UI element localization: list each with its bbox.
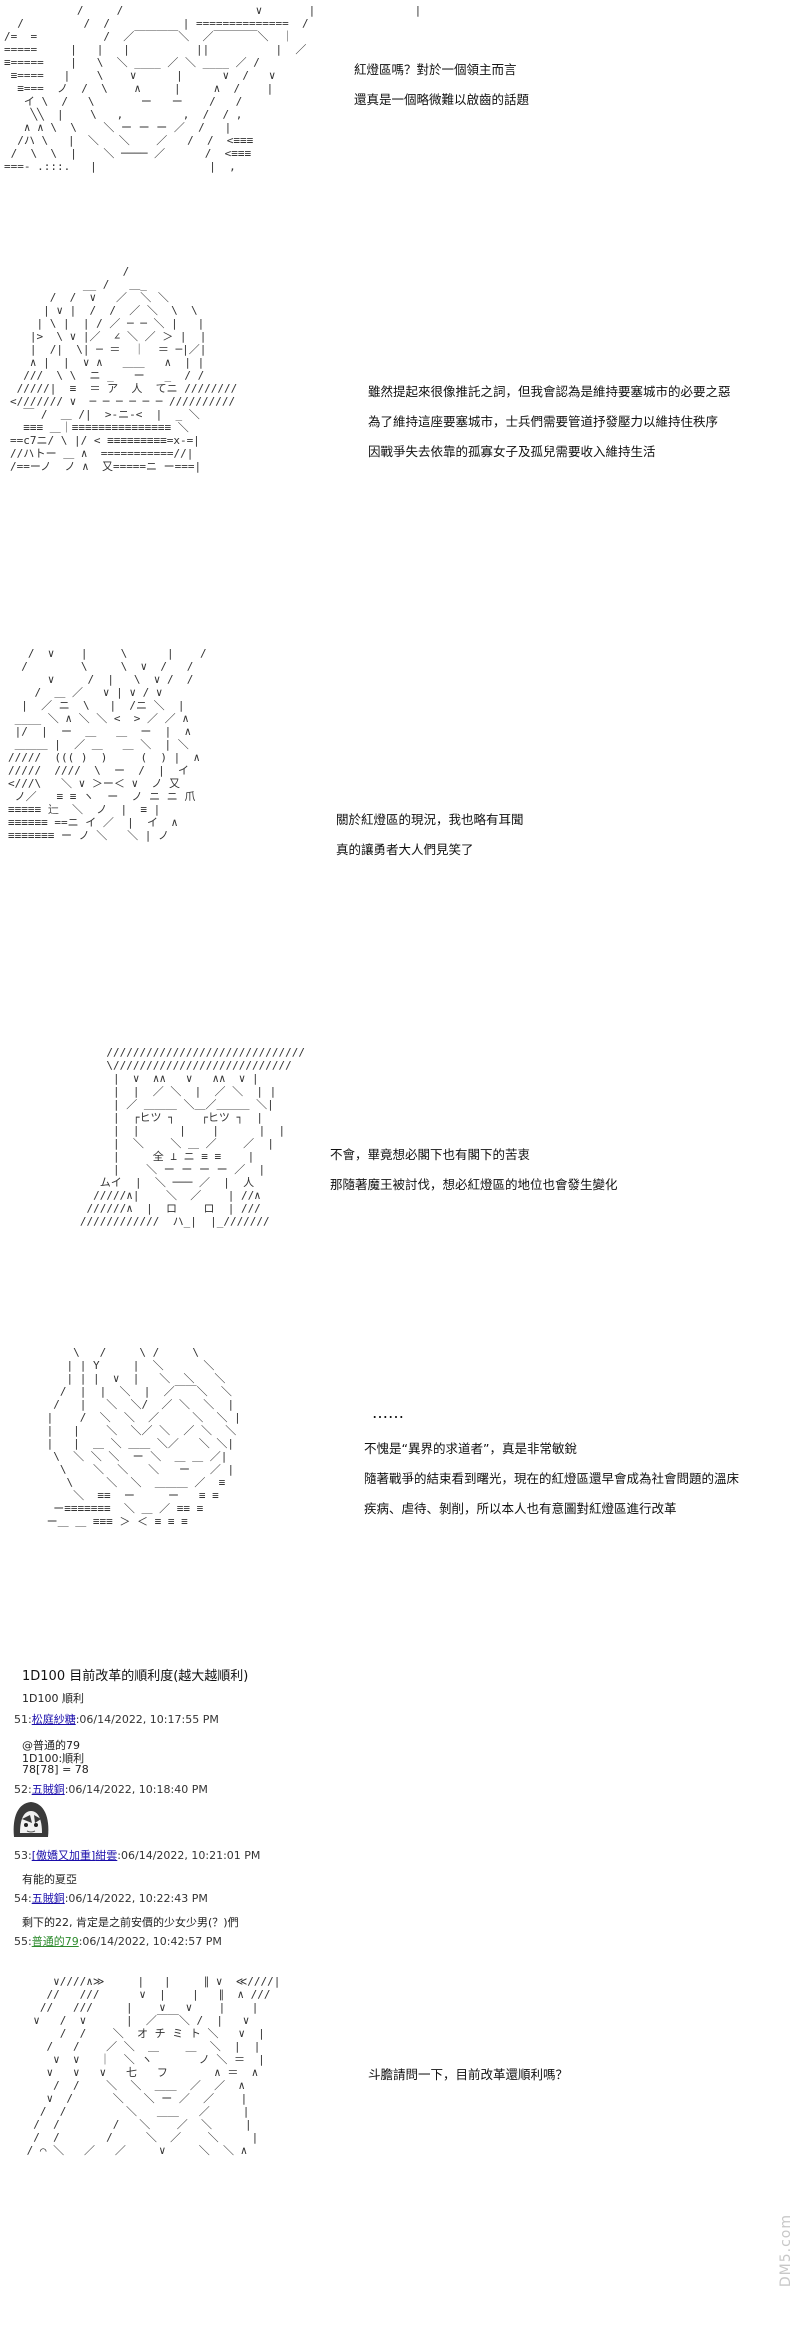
dialogue-line: 那隨著魔王被討伐，想必紅燈區的地位也會發生變化 [330,1177,618,1192]
poster-name-link[interactable]: 普通的79 [31,1935,79,1948]
dialogue-line: 還真是一個略微難以啟齒的話題 [354,92,530,107]
dialogue: 關於紅燈區的現況，我也略有耳聞 真的讓勇者大人們見笑了 [336,805,524,865]
post-body-line: 78[78] = 78 [22,1763,89,1776]
dialogue: 雖然提起來很像推託之詞，但我會認為是維持要塞城市的必要之惡 為了維持這座要塞城市… [368,377,731,467]
dialogue-line: 為了維持這座要塞城市，士兵們需要管道抒發壓力以維持住秩序 [368,414,719,429]
dialogue-line: 疾病、虐待、剝削，所以本人也有意圖對紅燈區進行改革 [364,1501,677,1516]
post-number: 52: [14,1783,32,1796]
dialogue-line: 雖然提起來很像推託之詞，但我會認為是維持要塞城市的必要之惡 [368,384,731,399]
dialogue-line: 紅燈區嗎？對於一個領主而言 [354,62,517,77]
dialogue: 不會，畢竟想必閣下也有閣下的苦衷 那隨著魔王被討伐，想必紅燈區的地位也會發生變化 [330,1140,618,1200]
poster-name-link[interactable]: 松庭紗糖 [31,1713,76,1726]
ascii-art-character: / ∨ | \ | / / \ \ ∨ / / ∨ / | \ ∨ / / / … [8,647,207,842]
post-number: 55: [14,1935,32,1948]
dialogue-line: 因戰爭失去依靠的孤寡女子及孤兒需要收入維持生活 [368,444,656,459]
dialogue: 紅燈區嗎？對於一個領主而言 還真是一個略微難以啟齒的話題 [354,55,529,115]
panel-3: / ∨ | \ | / / \ \ ∨ / / ∨ / | \ ∨ / / / … [0,635,800,1005]
site-watermark: DM5.com [778,2213,794,2287]
ascii-art-character: / __ / ＿_ / / ∨ ／ ＼ ＼ | ∨ | / / ／ ＼ \ \ … [10,265,238,473]
dialogue-line: 關於紅燈區的現況，我也略有耳聞 [336,812,524,827]
panel-6: ∨////∧≫ | | ∥ ∨ ≪////| // /// ∨ | | ∥ ∧ … [0,1955,800,2327]
post-date: :06/14/2022, 10:22:43 PM [64,1892,208,1905]
panel-4: ////////////////////////////// \////////… [0,1030,800,1330]
roll-subtitle: 1D100 順利 [22,1692,84,1705]
post-body-line: 剩下的22, 肯定是之前安價的少女少男(？)們 [22,1916,239,1929]
dialogue-line: 隨著戰爭的結束看到曙光，現在的紅燈區還早會成為社會問題的溫床 [364,1471,740,1486]
post-header: 52:五賊銅:06/14/2022, 10:18:40 PM [14,1782,208,1797]
post-date: :06/14/2022, 10:17:55 PM [75,1713,219,1726]
dialogue: 斗膽請問一下，目前改革還順利嗎？ [368,2060,568,2090]
post-number: 51: [14,1713,32,1726]
post-header: 55:普通的79:06/14/2022, 10:42:57 PM [14,1934,222,1949]
panel-2: / __ / ＿_ / / ∨ ／ ＼ ＼ | ∨ | / / ／ ＼ \ \ … [0,245,800,625]
ascii-art-character: / / ∨ | | / / / | ============== / /= = … [4,4,422,173]
post-header: 51:松庭紗糖:06/14/2022, 10:17:55 PM [14,1712,219,1727]
panel-5: \ / \ / \ | | Y | ＼ ＼ | | | ∨ | ＼ ＼ ＼ / … [0,1340,800,1655]
post-header: 54:五賊銅:06/14/2022, 10:22:43 PM [14,1891,208,1906]
ascii-art-character: ∨////∧≫ | | ∥ ∨ ≪////| // /// ∨ | | ∥ ∧ … [26,1975,281,2157]
ascii-art-character: ////////////////////////////// \////////… [79,1046,306,1228]
dialogue-line: 真的讓勇者大人們見笑了 [336,842,474,857]
post-body-line: 1D100:順利 [22,1752,85,1765]
post-body-line: 有能的夏亞 [22,1873,77,1886]
post-header: 53:[傲嬌又加重]紺雲:06/14/2022, 10:21:01 PM [14,1848,260,1863]
post-date: :06/14/2022, 10:21:01 PM [117,1849,261,1862]
post-date: :06/14/2022, 10:18:40 PM [64,1783,208,1796]
post-date: :06/14/2022, 10:42:57 PM [78,1935,222,1948]
post-body-line: @普通的79 [22,1739,80,1752]
poster-name-link[interactable]: 紺雲 [95,1849,118,1862]
post-number: 53: [14,1849,32,1862]
roll-title: 1D100 目前改革的順利度(越大越順利) [22,1669,249,1684]
post-number: 54: [14,1892,32,1905]
poster-name-link[interactable]: 五賊銅 [31,1892,65,1905]
avatar-icon [8,1797,54,1841]
ellipsis: …… [372,1403,404,1422]
poster-name-link[interactable]: [傲嬌又加重] [31,1849,96,1862]
dialogue-line: 不愧是“異界的求道者”，真是非常敏銳 [364,1441,577,1456]
poster-name-link[interactable]: 五賊銅 [31,1783,65,1796]
ascii-art-character: \ / \ / \ | | Y | ＼ ＼ | | | ∨ | ＼ ＼ ＼ / … [46,1346,241,1528]
dialogue-line: 斗膽請問一下，目前改革還順利嗎？ [368,2067,569,2082]
dialogue: 不愧是“異界的求道者”，真是非常敏銳 隨著戰爭的結束看到曙光，現在的紅燈區還早會… [364,1434,739,1524]
panel-1: / / ∨ | | / / / | ============== / /= = … [0,0,800,235]
dialogue-line: 不會，畢竟想必閣下也有閣下的苦衷 [330,1147,531,1162]
